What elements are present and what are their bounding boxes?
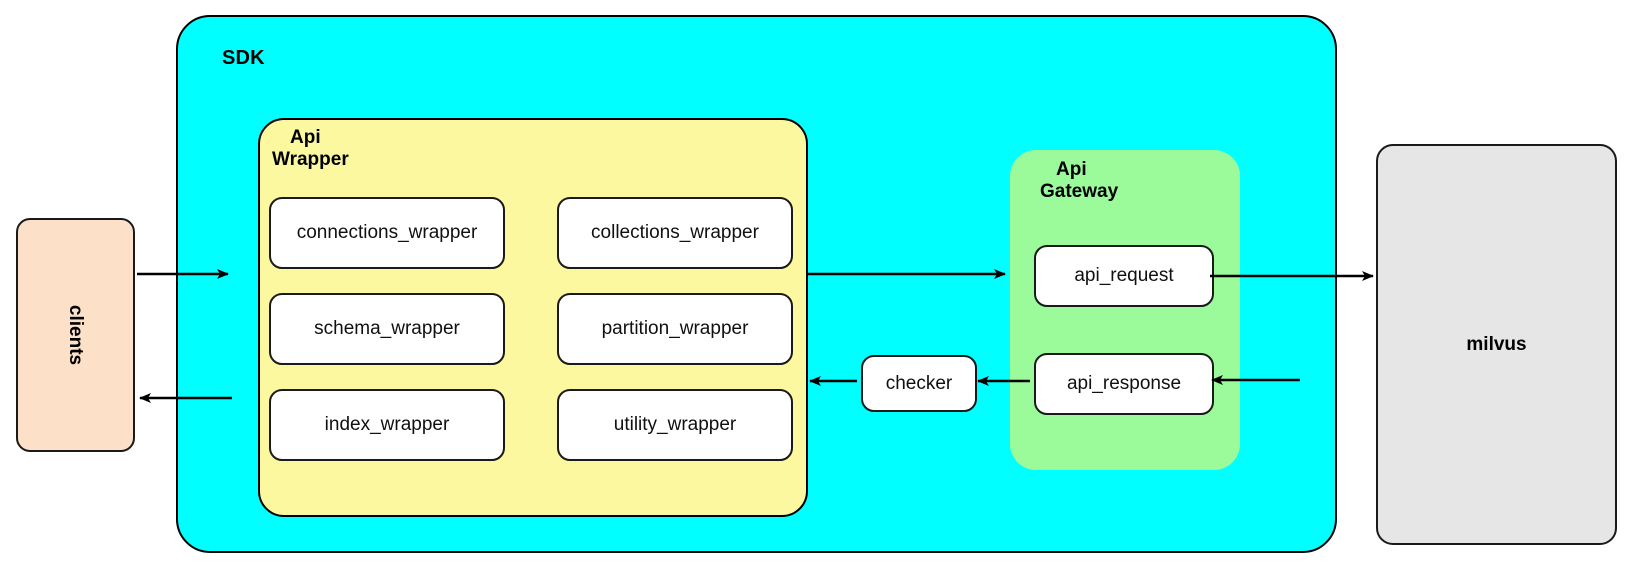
clients-node[interactable]: clients: [16, 218, 135, 452]
api-gateway-container[interactable]: Api Gateway api_request api_response: [1010, 150, 1240, 470]
api-wrapper-label-line1: Api: [290, 127, 321, 148]
index-wrapper-box[interactable]: index_wrapper: [269, 389, 505, 461]
api-gateway-label-line2: Gateway: [1040, 180, 1119, 202]
sdk-container[interactable]: SDK Api Wrapper connections_wrapper coll…: [176, 15, 1337, 553]
sdk-label: SDK: [222, 47, 265, 69]
api-response-box[interactable]: api_response: [1034, 353, 1214, 415]
api-wrapper-label: Api Wrapper: [272, 127, 430, 171]
collections-wrapper-box[interactable]: collections_wrapper: [557, 197, 793, 269]
checker-node[interactable]: checker: [861, 355, 977, 412]
utility-wrapper-box[interactable]: utility_wrapper: [557, 389, 793, 461]
api-gateway-label-line1: Api: [1056, 159, 1087, 180]
milvus-node[interactable]: milvus: [1376, 144, 1617, 545]
api-request-box[interactable]: api_request: [1034, 245, 1214, 307]
api-gateway-label: Api Gateway: [1040, 159, 1118, 203]
api-wrapper-container[interactable]: Api Wrapper connections_wrapper collecti…: [258, 118, 808, 517]
clients-label: clients: [65, 304, 87, 366]
partition-wrapper-box[interactable]: partition_wrapper: [557, 293, 793, 365]
schema-wrapper-box[interactable]: schema_wrapper: [269, 293, 505, 365]
connections-wrapper-box[interactable]: connections_wrapper: [269, 197, 505, 269]
api-wrapper-label-line2: Wrapper: [272, 148, 349, 170]
